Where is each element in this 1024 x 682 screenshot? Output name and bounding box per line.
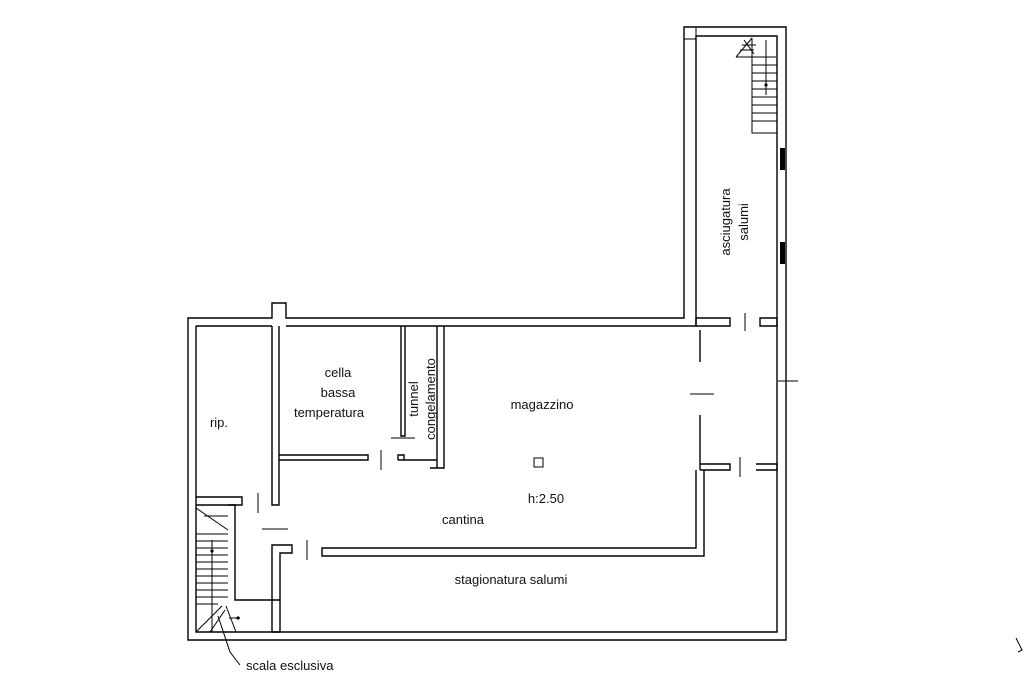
left-walls: [196, 493, 308, 633]
bottom-staircase: [195, 507, 241, 666]
tunnel-label: tunnel congelamento: [406, 358, 438, 440]
top-staircase: [735, 37, 777, 134]
tower-partition: [695, 148, 798, 382]
north-arrow-fragment: [1015, 637, 1023, 653]
room-label-tunnel-2: congelamento: [423, 358, 438, 440]
room-label-cella-2: bassa: [321, 385, 356, 400]
room-label-stagionatura: stagionatura salumi: [455, 572, 568, 587]
room-label-ripostiglio: rip.: [210, 415, 228, 430]
magazzino-walls: [321, 330, 778, 557]
pillar: [533, 457, 544, 468]
room-label-magazzino: magazzino: [511, 397, 574, 412]
cella-walls: [271, 326, 445, 506]
room-label-cella-3: temperatura: [294, 405, 365, 420]
room-label-tunnel-1: tunnel: [406, 381, 421, 417]
height-label: h:2.50: [528, 491, 564, 506]
room-label-asciugatura-1: asciugatura: [718, 188, 733, 256]
room-label-cella-1: cella: [325, 365, 353, 380]
room-label-cantina: cantina: [442, 512, 485, 527]
room-label-asciugatura-2: salumi: [736, 203, 751, 241]
stair-label: scala esclusiva: [246, 658, 334, 673]
asciugatura-label: asciugatura salumi: [718, 188, 751, 256]
